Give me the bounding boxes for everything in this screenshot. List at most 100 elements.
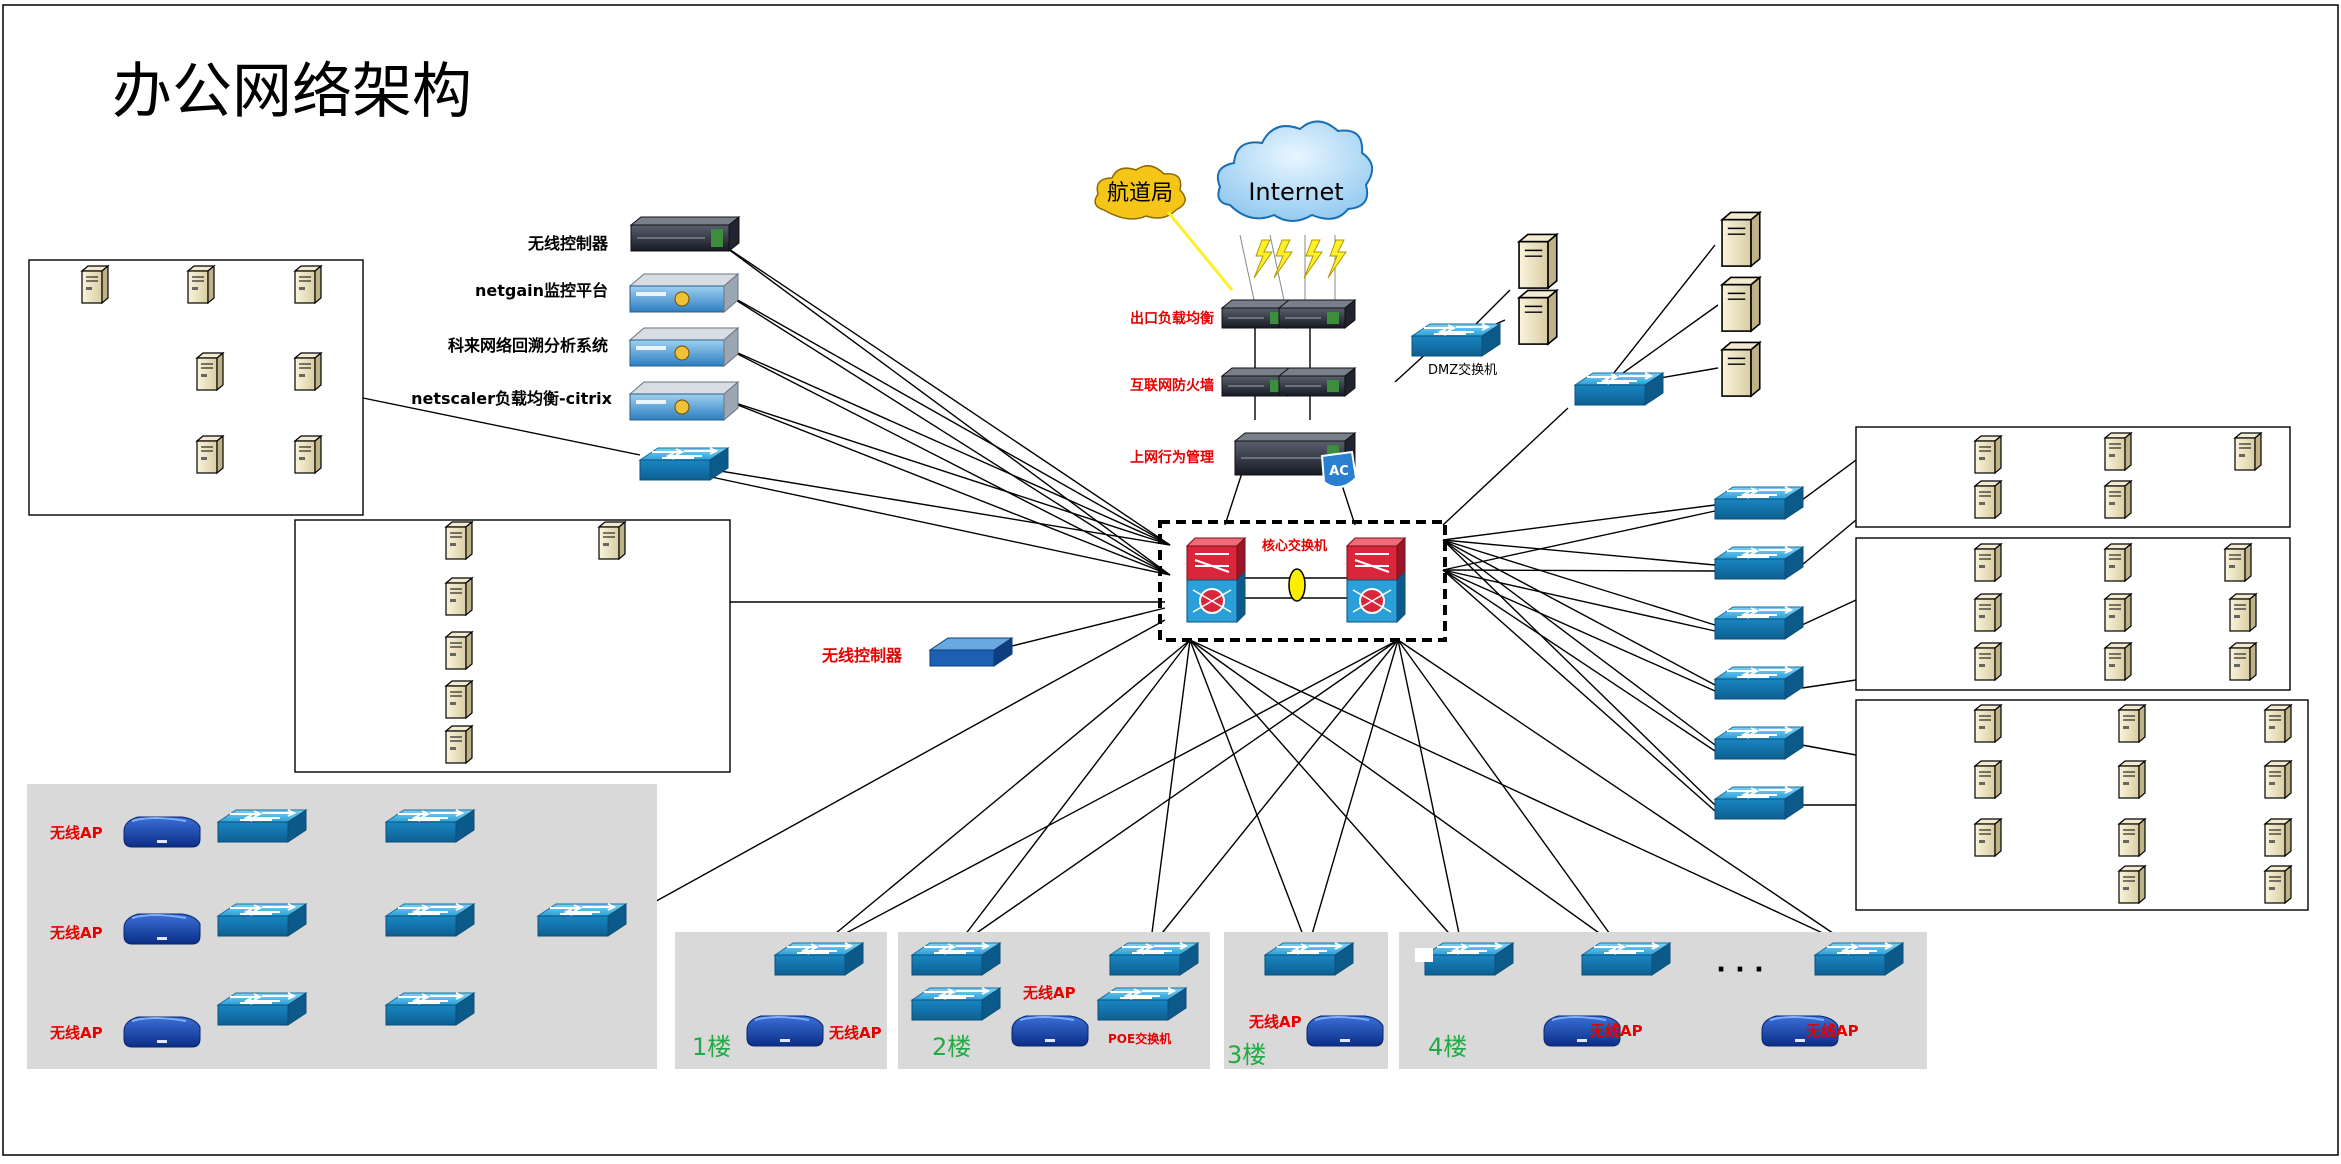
connection-line: [719, 344, 1171, 576]
server-icon: [2117, 759, 2147, 800]
server-group-right-1: [1855, 426, 2291, 528]
connection-line: [1189, 639, 1463, 949]
server-icon: [444, 679, 474, 720]
connection-line: [719, 242, 1171, 546]
server-icon: [1973, 759, 2003, 800]
connection-line: [1442, 539, 1716, 806]
outbound-lb-icon: [1277, 298, 1357, 330]
connection-line: [1442, 539, 1716, 566]
wireless-controller-device: [929, 649, 995, 667]
connection-line: [1397, 639, 1856, 949]
wireless-ap-label: 无线AP: [1589, 1022, 1643, 1040]
firewall-label: 互联网防火墙: [1130, 377, 1214, 394]
core-dashed-box: [1158, 520, 1447, 642]
server-icon: [597, 520, 627, 561]
device-label-colasoft: 科来网络回溯分析系统: [448, 336, 608, 355]
server-icon: [2263, 759, 2293, 800]
switch-icon: [1713, 486, 1805, 520]
poe-switch-label: POE交换机: [1108, 1031, 1171, 1046]
wireless-controller-label: 无线控制器: [821, 646, 903, 665]
wireless-ap-label: 无线AP: [49, 924, 103, 942]
server-icon: [2117, 703, 2147, 744]
connection-line: [719, 242, 1171, 576]
ellipsis-label: · · ·: [1716, 955, 1764, 985]
connection-line: [1442, 569, 1716, 632]
internet-cloud: [1216, 120, 1373, 222]
device-label-netgain: netgain监控平台: [475, 281, 608, 300]
connection-line: [1189, 639, 1856, 949]
connection-line: [1442, 407, 1569, 526]
switch-icon: [384, 809, 476, 843]
server-icon: [1973, 542, 2003, 583]
diagram-title: 办公网络架构: [112, 57, 472, 127]
switch-icon: [1713, 546, 1805, 580]
switch-icon: [216, 903, 308, 937]
server-icon: [2103, 641, 2133, 682]
connection-line: [1397, 639, 1621, 949]
server-icon: [1973, 703, 2003, 744]
connection-line: [1801, 519, 1857, 566]
wireless-ap-icon: [123, 816, 201, 848]
connection-line: [1149, 639, 1191, 949]
firewall-icon: [1277, 366, 1357, 398]
connection-line: [719, 289, 1171, 576]
connection-line: [1189, 639, 1309, 949]
wireless-ap-icon: [1011, 1015, 1089, 1047]
server-icon: [1719, 210, 1762, 268]
switch-icon: [638, 447, 730, 481]
connection-line: [1269, 234, 1285, 301]
switch-icon: [384, 903, 476, 937]
server-icon: [2117, 864, 2147, 905]
server-icon: [2263, 864, 2293, 905]
server-icon: [2233, 431, 2263, 472]
internet-label: Internet: [1248, 178, 1343, 206]
connection-line: [701, 474, 1171, 576]
switch-icon: [1713, 666, 1805, 700]
switch-icon: [1713, 786, 1805, 820]
server-icon: [1719, 340, 1762, 398]
netscaler-icon: [628, 380, 740, 422]
lightning-icon: [1273, 239, 1293, 279]
server-icon: [444, 630, 474, 671]
wireless-ap-icon: [1543, 1015, 1621, 1047]
connection-line: [1442, 539, 1716, 626]
connection-line: [954, 639, 1191, 949]
floor-label: 4楼: [1428, 1033, 1467, 1061]
switch-icon: [773, 942, 865, 976]
device-label-netscaler: netscaler负载均衡-citrix: [411, 389, 613, 408]
connection-line: [1801, 599, 1857, 626]
connection-line: [719, 397, 1171, 576]
floor-label: 2楼: [932, 1033, 971, 1061]
wireless-controller-device: [993, 637, 1013, 667]
behavior-mgmt-label: 上网行为管理: [1130, 449, 1214, 466]
connection-line: [701, 467, 1171, 546]
server-group-right-2: [1855, 537, 2291, 691]
server-icon: [1973, 592, 2003, 633]
server-icon: [186, 264, 216, 305]
core-switch-label: 核心交换机: [1262, 538, 1327, 554]
server-icon: [293, 264, 323, 305]
switch-icon: [1263, 942, 1355, 976]
wireless-ap-icon: [123, 1016, 201, 1048]
server-icon: [293, 351, 323, 392]
connection-line: [719, 344, 1171, 546]
connection-line: [362, 397, 641, 456]
connection-line: [1442, 569, 1716, 812]
connection-line: [1442, 569, 1716, 692]
server-icon: [1516, 232, 1559, 290]
floor-label: 3楼: [1227, 1041, 1266, 1069]
colasoft-icon: [628, 326, 740, 368]
netgain-icon: [628, 272, 740, 314]
server-icon: [2228, 592, 2258, 633]
connection-line: [1397, 639, 1463, 949]
server-icon: [2223, 542, 2253, 583]
link-aggregation-ellipse: [1288, 568, 1306, 602]
switch-icon: [1580, 942, 1672, 976]
server-icon: [80, 264, 110, 305]
connection-line: [1601, 244, 1716, 389]
connection-line: [1442, 539, 1716, 746]
connection-line: [1239, 234, 1255, 301]
ac-badge-label: AC: [1329, 464, 1349, 479]
switch-icon: [1813, 942, 1905, 976]
